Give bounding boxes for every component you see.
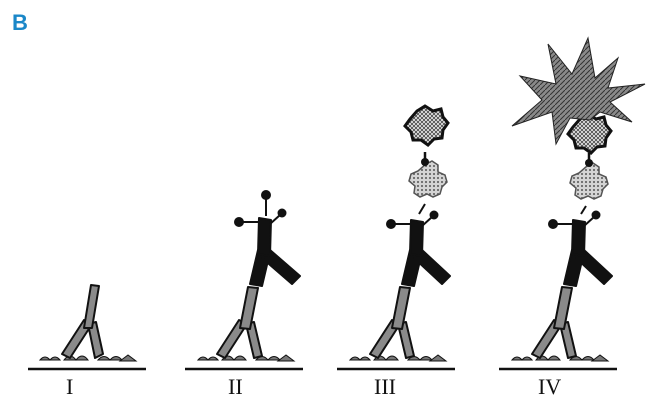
step-label: I <box>66 374 73 399</box>
detection-antibody <box>234 190 301 287</box>
capture-antibody <box>61 284 104 359</box>
step-label: II <box>228 374 243 399</box>
step-label: III <box>374 374 396 399</box>
capture-antibody <box>369 286 415 359</box>
step-1: I <box>28 284 146 399</box>
surface-proteins <box>348 354 448 362</box>
step-4: IV <box>499 36 646 399</box>
detection-antibody <box>386 210 451 287</box>
detection-antibody <box>548 210 613 287</box>
step-2: II <box>185 190 303 399</box>
capture-antibody <box>216 286 263 359</box>
surface-proteins <box>38 354 138 362</box>
surface-proteins <box>510 354 610 362</box>
step-3: III <box>337 104 455 399</box>
reporter-enzyme <box>403 104 450 147</box>
step-label: IV <box>538 374 561 399</box>
signal-burst <box>511 36 646 146</box>
reporter-enzyme <box>566 112 613 155</box>
antigen <box>408 160 448 198</box>
panel-letter: B <box>12 10 28 35</box>
surface-proteins <box>196 354 296 362</box>
capture-antibody <box>531 286 577 359</box>
antigen <box>569 162 609 200</box>
